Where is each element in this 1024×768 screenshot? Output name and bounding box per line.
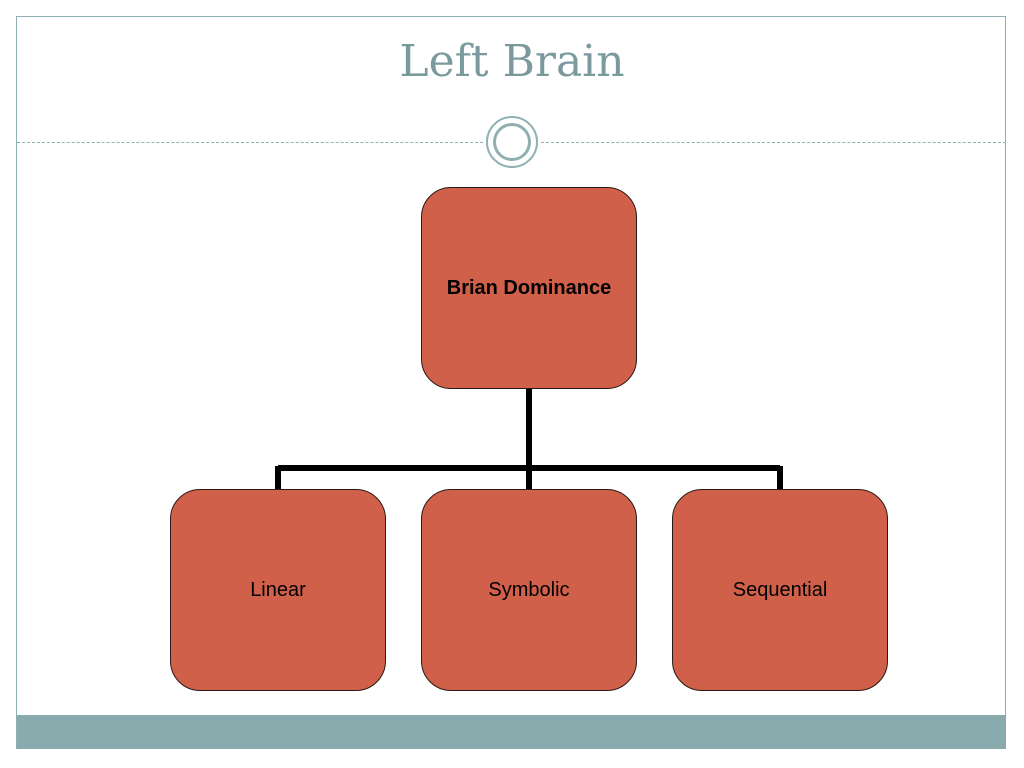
root-node-label: Brian Dominance xyxy=(446,276,612,299)
circle-ornament-icon xyxy=(486,116,538,168)
child-node-label: Linear xyxy=(250,578,306,601)
child-node-label: Sequential xyxy=(732,578,828,601)
child-node-linear: Linear xyxy=(170,489,386,691)
slide-title: Left Brain xyxy=(399,36,625,87)
title-divider-right xyxy=(541,142,1006,143)
child-node-label: Symbolic xyxy=(488,578,570,601)
title-divider-left xyxy=(17,142,483,143)
child-node-symbolic: Symbolic xyxy=(421,489,637,691)
child-node-sequential: Sequential xyxy=(672,489,888,691)
footer-band xyxy=(17,715,1006,749)
root-node: Brian Dominance xyxy=(421,187,637,389)
